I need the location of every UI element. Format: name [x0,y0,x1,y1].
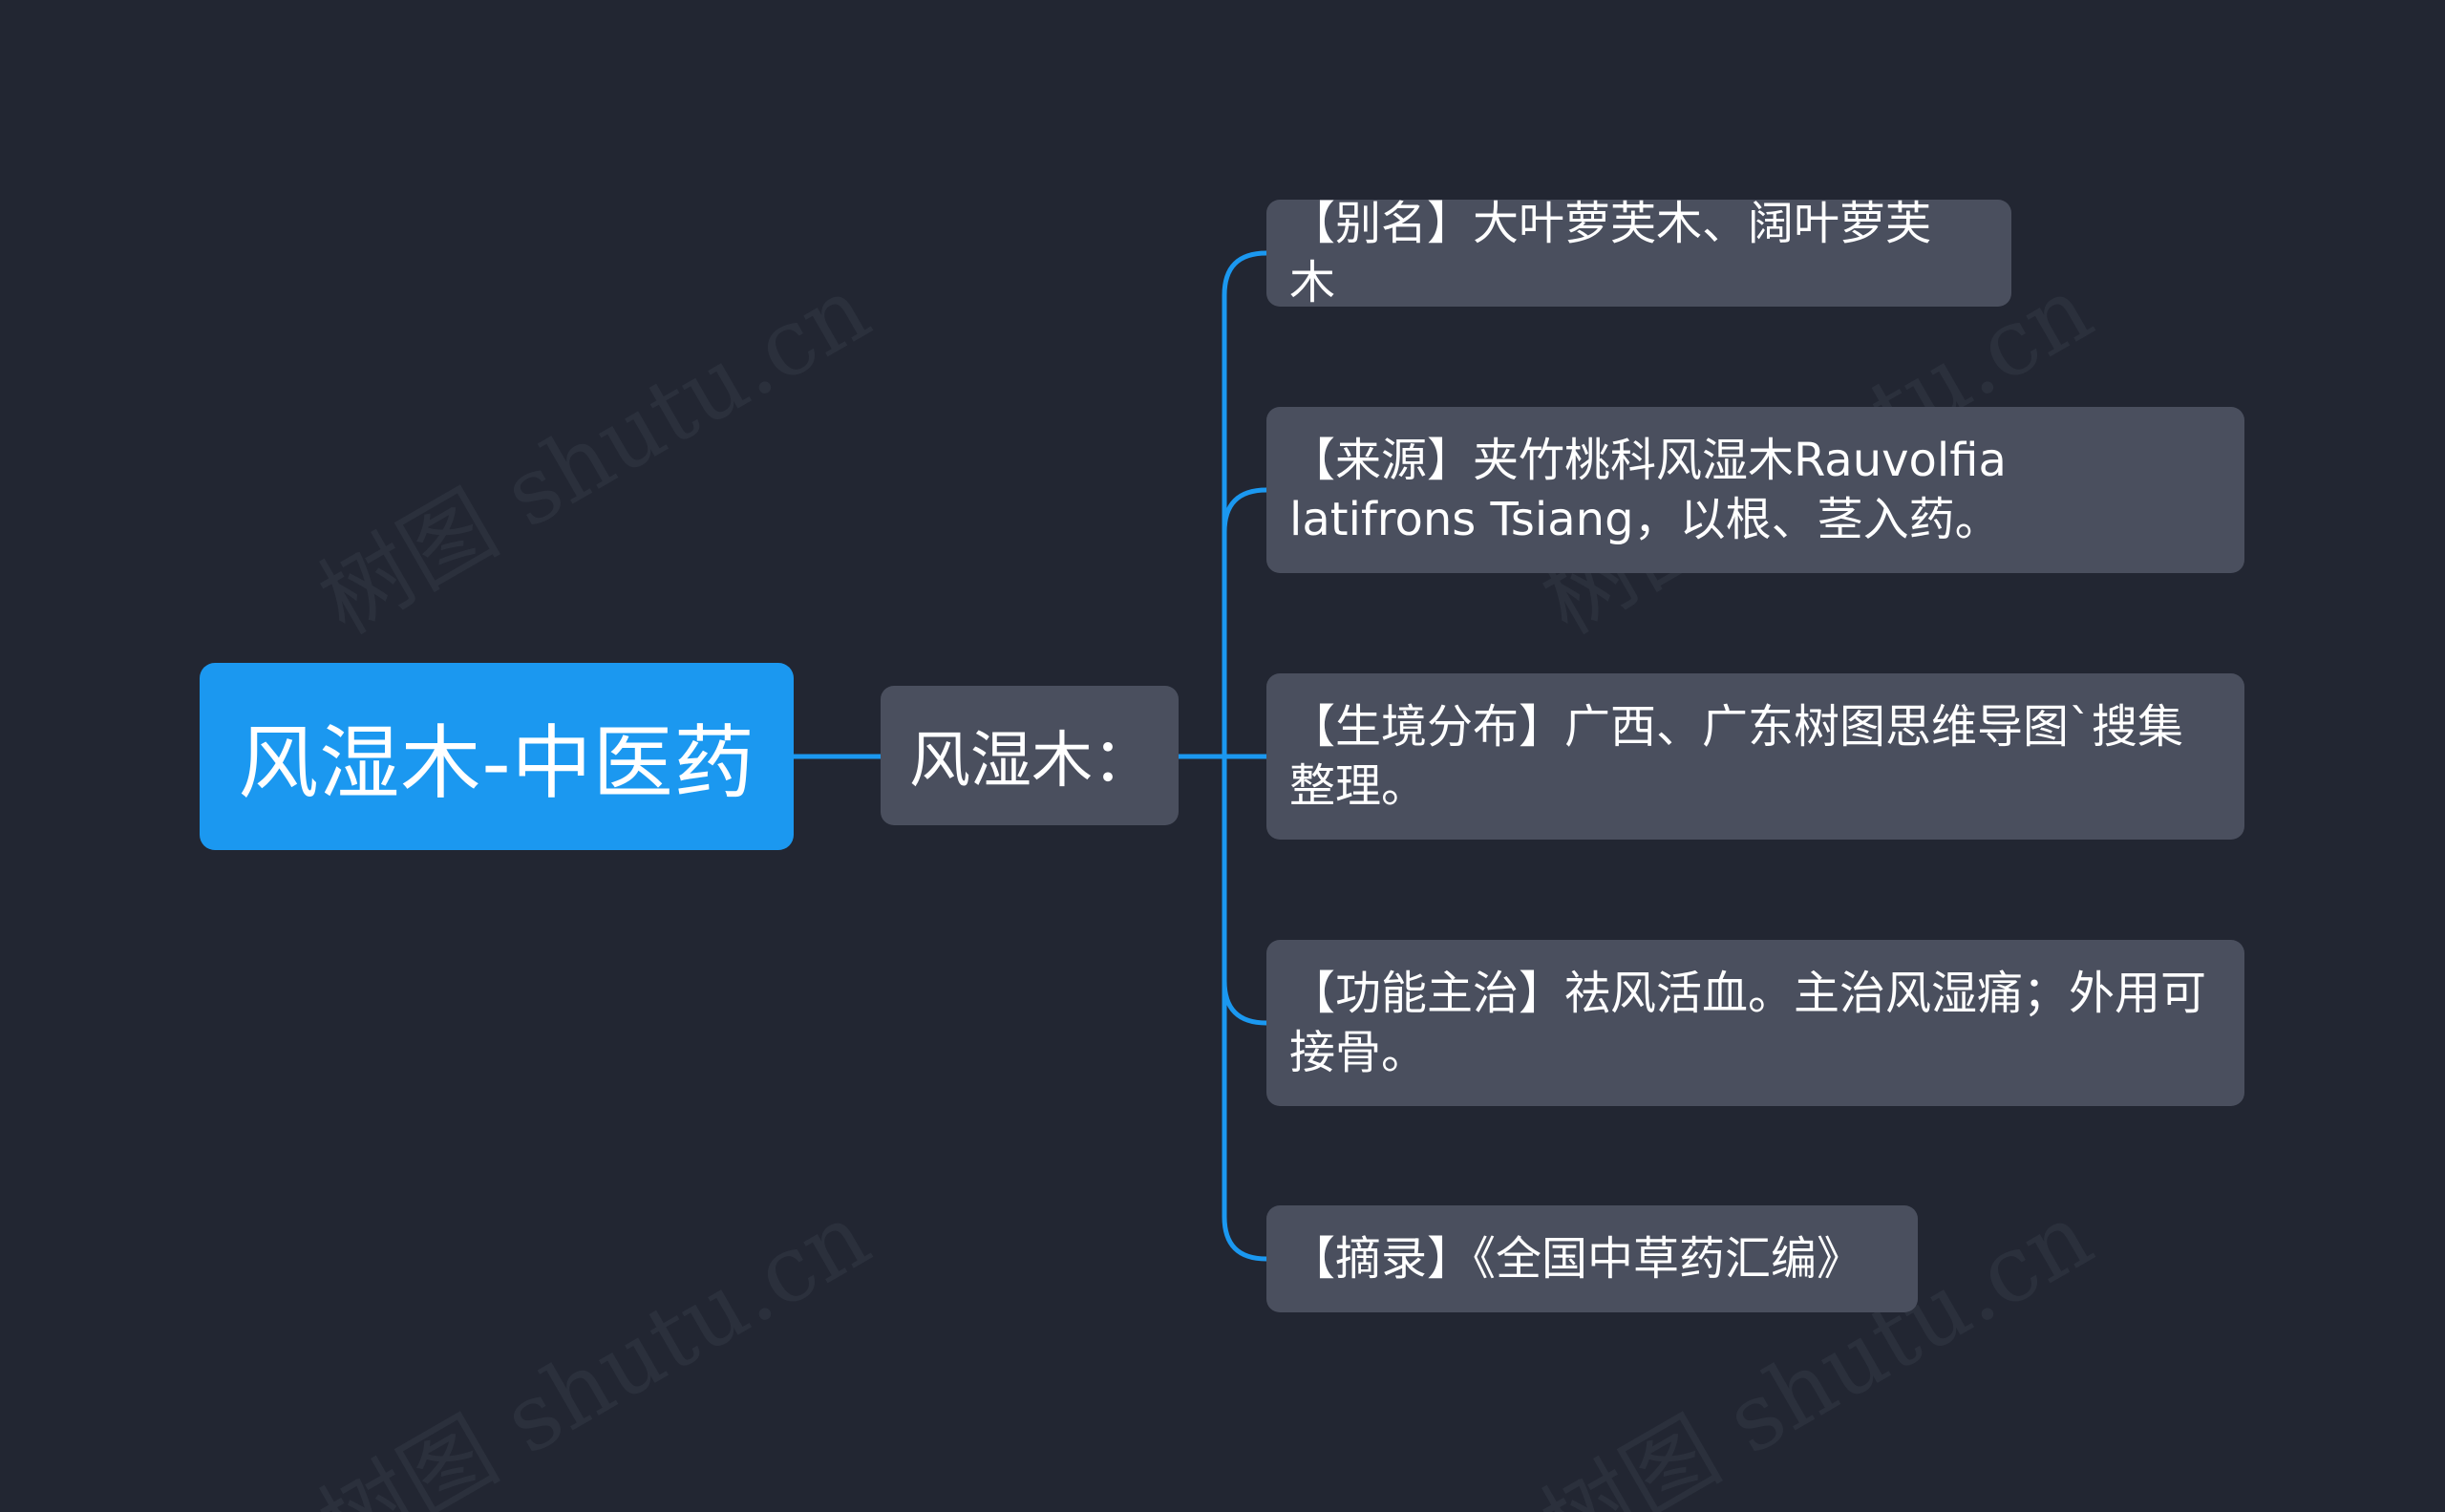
branch-trunk [1222,250,1267,1262]
leaf-node-habitat[interactable]: 【生境分布】广西、广东树图思维导图`搜集整理。 [1266,673,2244,840]
root-node-label: 风湿木-中医药 [238,715,755,810]
leaf-node-label: 【来源】夹竹桃科风湿木Rauvolfia latifrons Tsiang，以根… [1289,434,2007,546]
topic-node[interactable]: 风湿木： [881,686,1179,825]
branch-to-leaf-2 [1222,487,1267,533]
leaf-node-label: 【摘录】《全国中草药汇编》 [1289,1232,1863,1286]
branch-to-leaf-4 [1222,980,1267,1026]
leaf-node-label: 【生境分布】广西、广东树图思维导图`搜集整理。 [1289,700,2184,813]
leaf-node-excerpt[interactable]: 【摘录】《全国中草药汇编》 [1266,1205,1918,1312]
leaf-node-alias[interactable]: 【别名】大叶萝芙木、阔叶萝芙木 [1266,197,2011,309]
root-node[interactable]: 风湿木-中医药 [200,663,794,850]
leaf-node-source[interactable]: 【来源】夹竹桃科风湿木Rauvolfia latifrons Tsiang，以根… [1266,407,2244,573]
leaf-node-function[interactable]: 【功能主治】祛风活血。主治风湿痛；外用可接骨。 [1266,940,2244,1106]
topic-node-label: 风湿木： [909,726,1154,797]
leaf-node-label: 【功能主治】祛风活血。主治风湿痛；外用可接骨。 [1289,967,2207,1079]
leaf-node-label: 【别名】大叶萝芙木、阔叶萝芙木 [1289,197,1932,309]
